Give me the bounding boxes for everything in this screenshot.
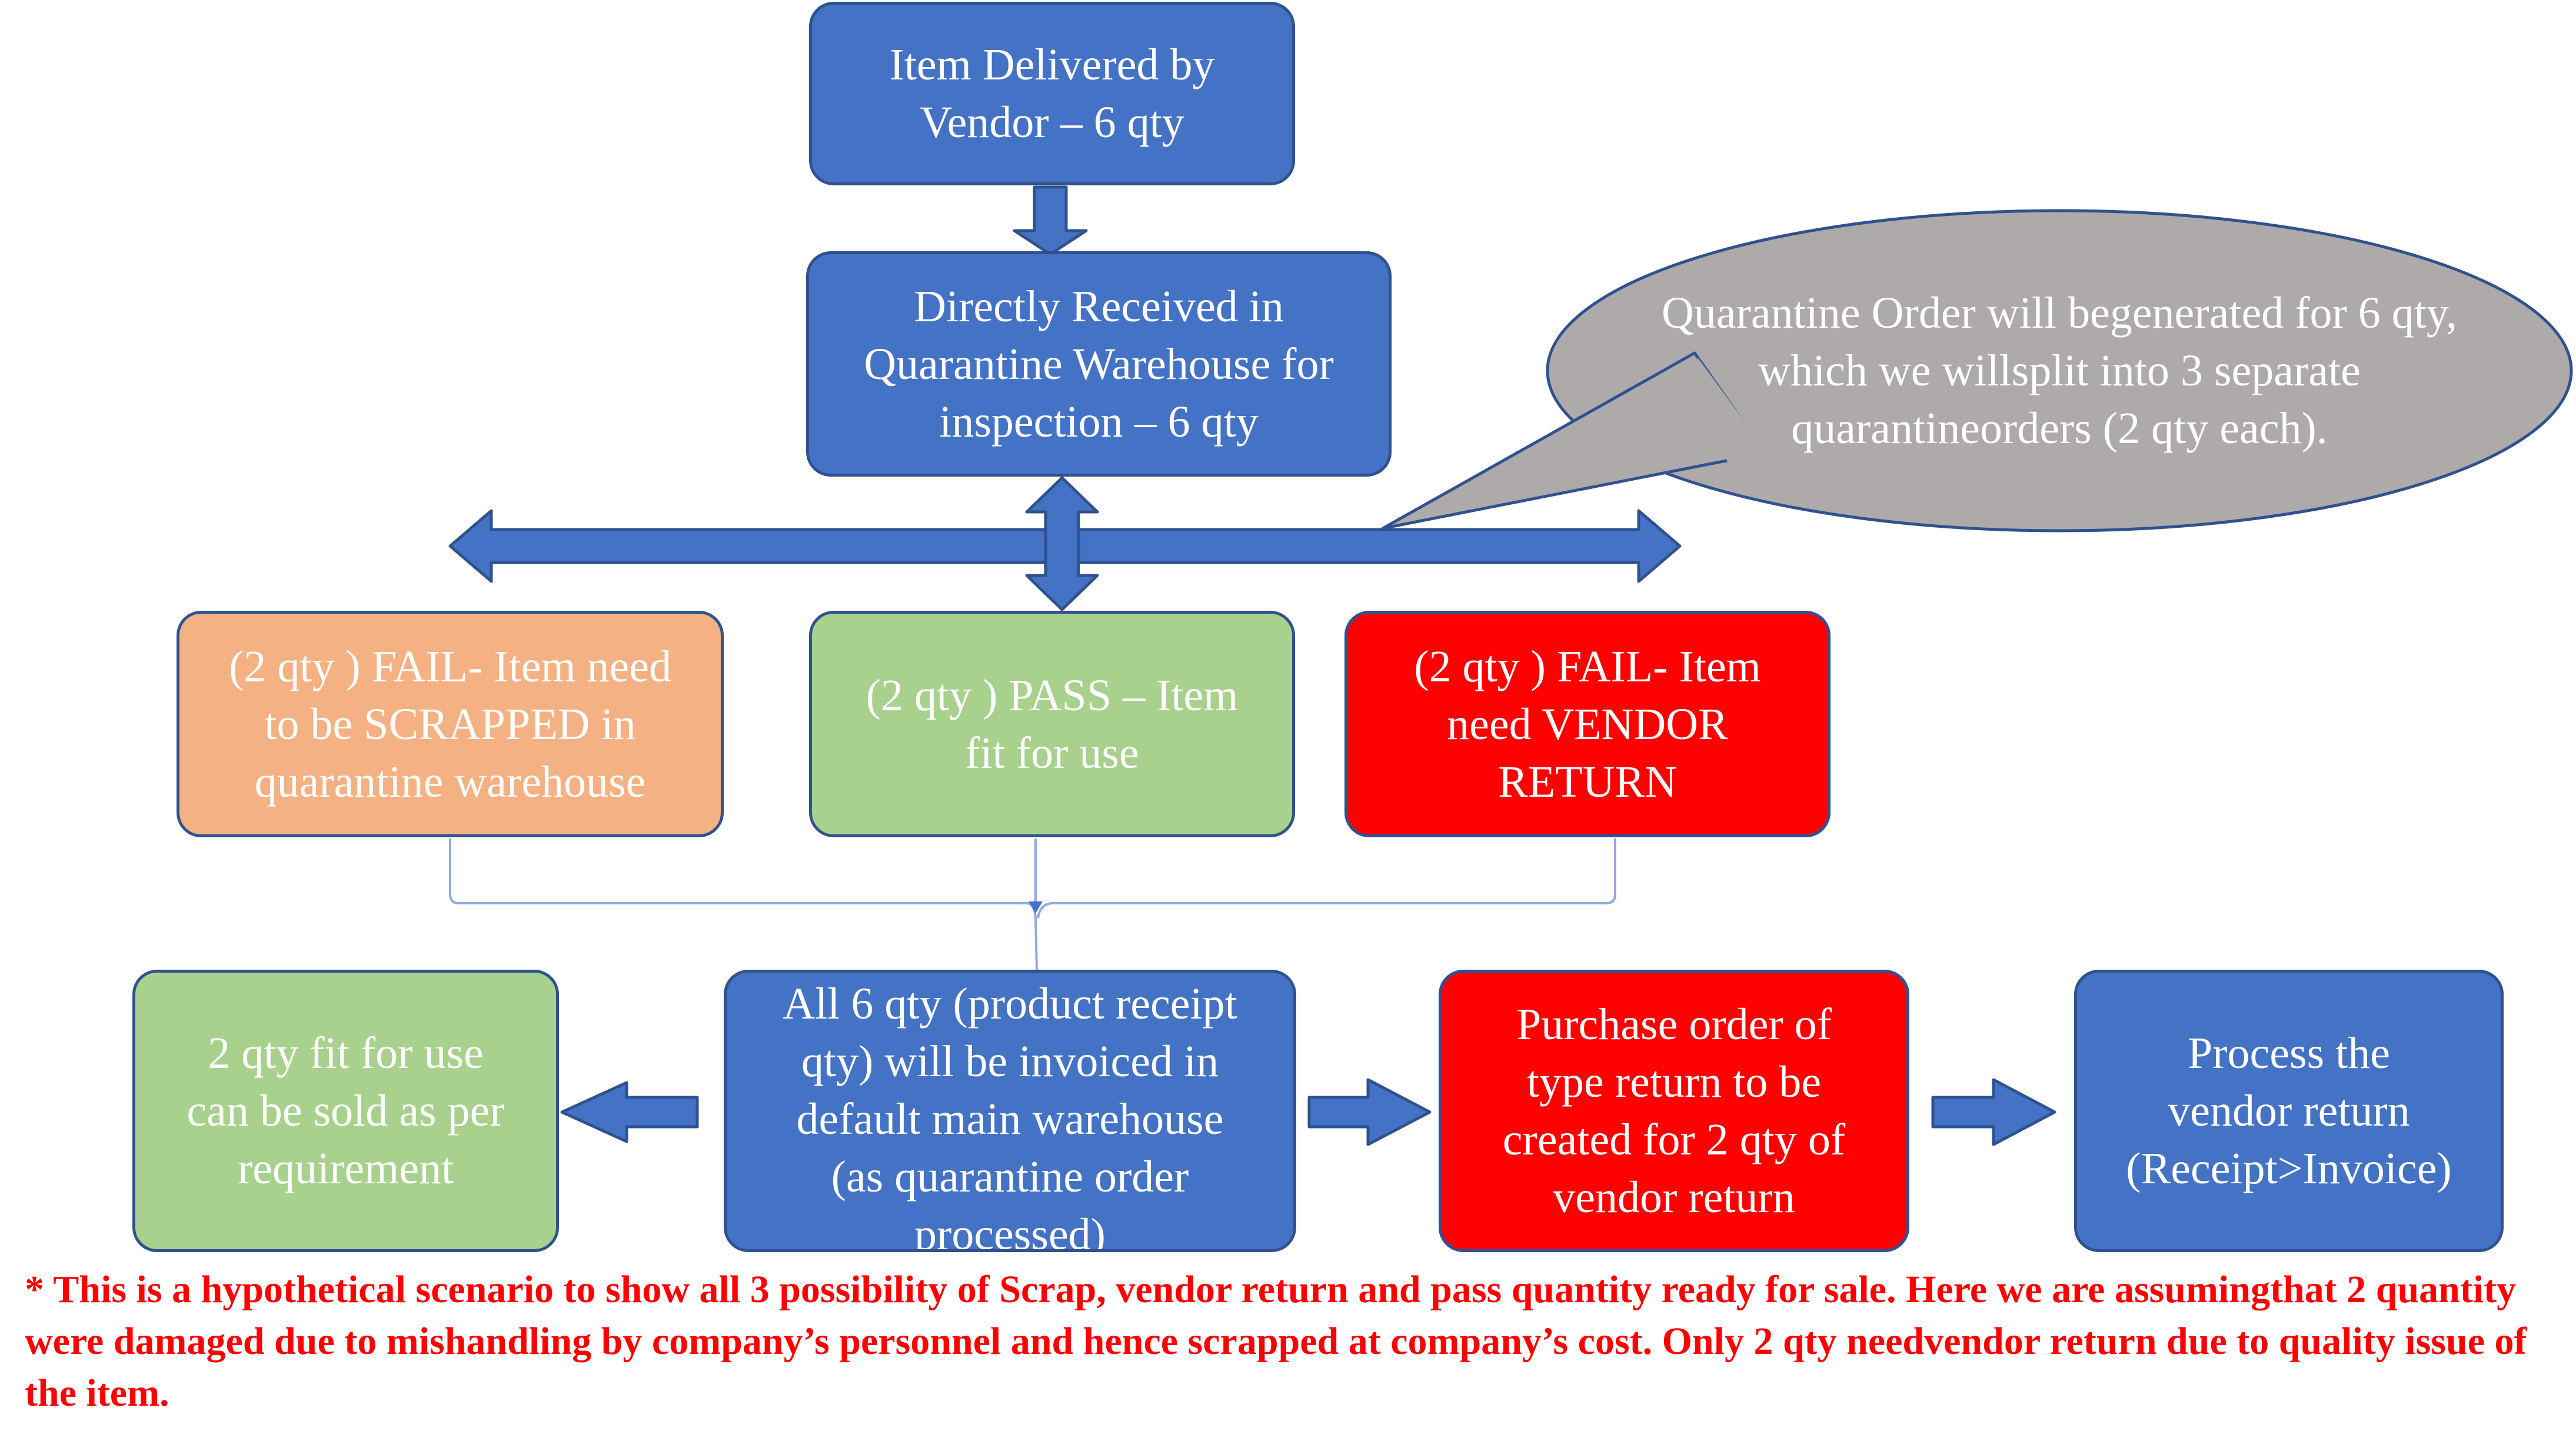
text-lines: (2 qty ) PASS – Item fit for use xyxy=(866,667,1239,782)
text-line: requirement xyxy=(237,1144,454,1193)
text-line: default main warehouse xyxy=(796,1094,1224,1144)
text-line: vendor return due to quality issue of th… xyxy=(25,1320,2527,1415)
text-line: (Receipt>Invoice) xyxy=(2126,1144,2452,1193)
text-lines: Quarantine Order will begenerated for 6 … xyxy=(1624,284,2495,457)
arrow-right-po-to-process xyxy=(1931,1078,2056,1146)
node-invoiced-main-warehouse: All 6 qty (product receipt qty) will be i… xyxy=(724,970,1296,1252)
text-line: vendor return xyxy=(2168,1086,2410,1136)
text-line: orders (2 qty each). xyxy=(1979,404,2328,453)
node-fit-for-use: 2 qty fit for use can be sold as per requi… xyxy=(132,970,559,1252)
text-lines: 2 qty fit for use can be sold as per requi… xyxy=(187,1024,504,1197)
text-line: All 6 qty (product receipt xyxy=(783,979,1237,1029)
merge-arrowhead xyxy=(1029,901,1043,913)
text-lines: (2 qty ) FAIL- Item need to be SCRAPPED i… xyxy=(229,638,671,811)
text-lines: Directly Received in Quarantine Warehouse… xyxy=(864,278,1334,451)
node-pass: (2 qty ) PASS – Item fit for use xyxy=(809,611,1295,837)
arrow-down-delivered-to-received xyxy=(1013,185,1088,256)
text-line: RETURN xyxy=(1498,757,1677,807)
text-line: type return to be xyxy=(1526,1057,1822,1107)
text-line: Purchase order of xyxy=(1516,1000,1832,1049)
node-process-vendor-return: Process the vendor return (Receipt>Invoice… xyxy=(2074,970,2504,1252)
text-lines: (2 qty ) FAIL- Item need VENDOR RETURN xyxy=(1414,638,1761,811)
text-line: to be SCRAPPED in xyxy=(264,699,636,749)
text-lines: All 6 qty (product receipt qty) will be i… xyxy=(783,975,1237,1252)
text-line: Item Delivered by xyxy=(889,40,1215,89)
text-line: Process the xyxy=(2187,1029,2391,1078)
text-line: (2 qty ) PASS – Item xyxy=(866,670,1239,720)
text-lines: Purchase order of type return to be create… xyxy=(1503,996,1845,1226)
merge-connector xyxy=(449,838,1616,970)
text-line: processed) xyxy=(914,1210,1106,1252)
callout-text: Quarantine Order will begenerated for 6 … xyxy=(1624,247,2495,494)
text-line: qty) will be invoiced in xyxy=(801,1037,1219,1086)
text-line: (2 qty ) FAIL- Item xyxy=(1414,641,1761,691)
text-lines: Process the vendor return (Receipt>Invoice… xyxy=(2126,1024,2452,1197)
text-line: quarantine warehouse xyxy=(254,757,646,807)
callout-bubble xyxy=(1381,209,2573,533)
text-line: 2 qty fit for use xyxy=(208,1029,484,1078)
arrow-right-invoiced-to-po xyxy=(1307,1078,1432,1146)
text-line: (as quarantine order xyxy=(831,1152,1189,1202)
text-line: fit for use xyxy=(965,728,1139,778)
text-line: created for 2 qty of xyxy=(1502,1115,1846,1164)
text-line: that 2 quantity were damaged due to mish… xyxy=(25,1268,2517,1363)
footnote: * This is a hypothetical scenario to sho… xyxy=(25,1264,2561,1419)
node-item-delivered: Item Delivered by Vendor – 6 qty xyxy=(809,2,1295,185)
text-line: generated for 6 qty, which we will xyxy=(1758,288,2457,395)
text-line: (2 qty ) FAIL- Item need xyxy=(228,641,672,691)
text-line: inspection – 6 qty xyxy=(939,397,1259,447)
arrow-split-vertical xyxy=(1025,476,1099,611)
arrow-left-invoiced-to-fit xyxy=(560,1081,699,1143)
text-line: can be sold as per xyxy=(187,1086,505,1136)
node-fail-scrap: (2 qty ) FAIL- Item need to be SCRAPPED i… xyxy=(177,611,724,837)
text-lines: Item Delivered by Vendor – 6 qty xyxy=(890,36,1215,151)
text-line: vendor return xyxy=(1553,1173,1795,1222)
text-line: Quarantine Order will be xyxy=(1662,288,2110,338)
text-line: Quarantine Warehouse for xyxy=(864,339,1334,389)
text-line: * This is a hypothetical scenario to sho… xyxy=(25,1268,2271,1311)
text-line: split into 3 separate quarantine xyxy=(1791,346,2361,453)
node-fail-vendor-return: (2 qty ) FAIL- Item need VENDOR RETURN xyxy=(1344,611,1831,837)
text-line: Directly Received in xyxy=(914,281,1284,331)
text-lines: * This is a hypothetical scenario to sho… xyxy=(25,1264,2561,1419)
node-received-quarantine: Directly Received in Quarantine Warehouse… xyxy=(806,251,1392,477)
text-line: Vendor – 6 qty xyxy=(920,98,1184,147)
text-line: need VENDOR xyxy=(1447,699,1728,749)
node-purchase-order-return: Purchase order of type return to be create… xyxy=(1439,970,1909,1252)
